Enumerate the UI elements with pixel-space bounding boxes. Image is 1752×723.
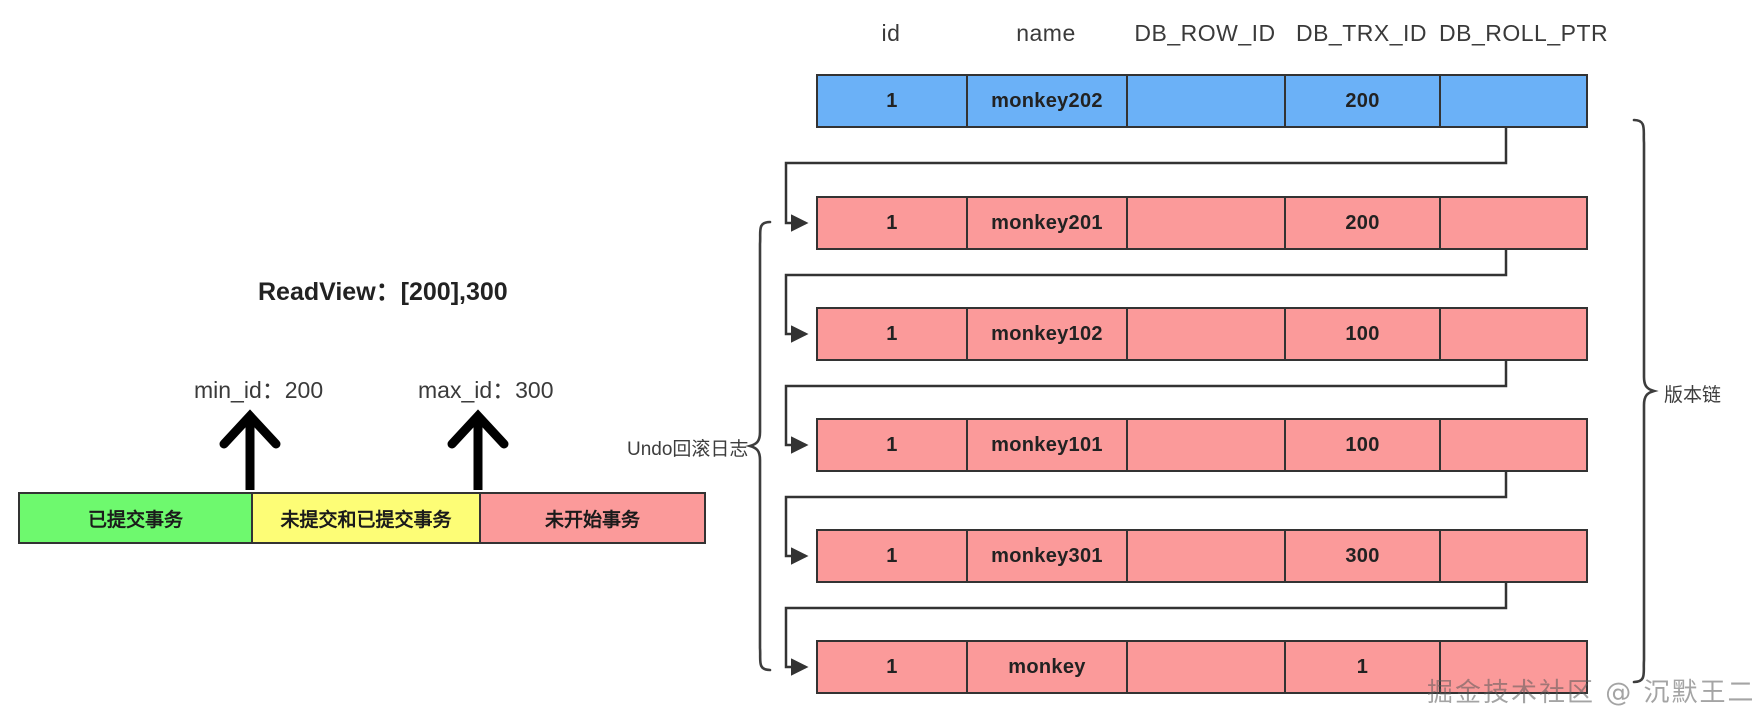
version-row-undo-2[interactable]: 1 monkey102 100 [816, 307, 1588, 361]
column-header-id: id [881, 20, 901, 46]
version-row-undo-4[interactable]: 1 monkey301 300 [816, 529, 1588, 583]
cell-db-trx-id: 200 [1286, 198, 1441, 248]
cell-db-roll-ptr [1441, 198, 1586, 248]
cell-id: 1 [818, 642, 968, 692]
cell-id: 1 [818, 76, 968, 126]
cell-db-roll-ptr [1441, 531, 1586, 581]
cell-db-row-id [1128, 642, 1286, 692]
min-id-arrow [219, 409, 281, 490]
cell-db-row-id [1128, 420, 1286, 470]
cell-db-row-id [1128, 309, 1286, 359]
cell-db-roll-ptr [1441, 309, 1586, 359]
cell-db-trx-id: 1 [1286, 642, 1441, 692]
version-row-undo-1[interactable]: 1 monkey201 200 [816, 196, 1588, 250]
cell-name: monkey102 [968, 309, 1128, 359]
cell-db-trx-id: 100 [1286, 420, 1441, 470]
min-id-label: min_id：200 [194, 377, 324, 403]
transaction-state-bar: 已提交事务 未提交和已提交事务 未开始事务 [18, 492, 706, 544]
column-header-db-trx-id: DB_TRX_ID [1295, 20, 1428, 46]
version-row-undo-5[interactable]: 1 monkey 1 [816, 640, 1588, 694]
cell-db-row-id [1128, 531, 1286, 581]
cell-db-roll-ptr [1441, 76, 1586, 126]
cell-db-trx-id: 300 [1286, 531, 1441, 581]
cell-db-row-id [1128, 76, 1286, 126]
cell-name: monkey101 [968, 420, 1128, 470]
cell-db-trx-id: 200 [1286, 76, 1441, 126]
version-chain-label: 版本链 [1664, 385, 1722, 406]
undo-log-label: Undo回滚日志 [627, 439, 749, 460]
column-header-db-roll-ptr: DB_ROLL_PTR [1439, 20, 1609, 46]
cell-id: 1 [818, 309, 968, 359]
segment-mixed[interactable]: 未提交和已提交事务 [253, 494, 481, 542]
column-header-name: name [1016, 20, 1076, 46]
cell-id: 1 [818, 420, 968, 470]
column-header-db-row-id: DB_ROW_ID [1134, 20, 1276, 46]
cell-name: monkey202 [968, 76, 1128, 126]
version-row-undo-3[interactable]: 1 monkey101 100 [816, 418, 1588, 472]
cell-id: 1 [818, 198, 968, 248]
max-id-arrow [447, 409, 509, 490]
segment-not-started[interactable]: 未开始事务 [481, 494, 704, 542]
cell-db-trx-id: 100 [1286, 309, 1441, 359]
max-id-label: max_id：300 [418, 377, 554, 403]
segment-committed[interactable]: 已提交事务 [20, 494, 253, 542]
watermark: 掘金技术社区 @ 沉默王二 [1427, 678, 1752, 708]
readview-label: ReadView：[200],300 [258, 278, 508, 306]
version-row-current[interactable]: 1 monkey202 200 [816, 74, 1588, 128]
cell-id: 1 [818, 531, 968, 581]
cell-name: monkey201 [968, 198, 1128, 248]
cell-db-row-id [1128, 198, 1286, 248]
cell-name: monkey301 [968, 531, 1128, 581]
cell-db-roll-ptr [1441, 420, 1586, 470]
cell-name: monkey [968, 642, 1128, 692]
